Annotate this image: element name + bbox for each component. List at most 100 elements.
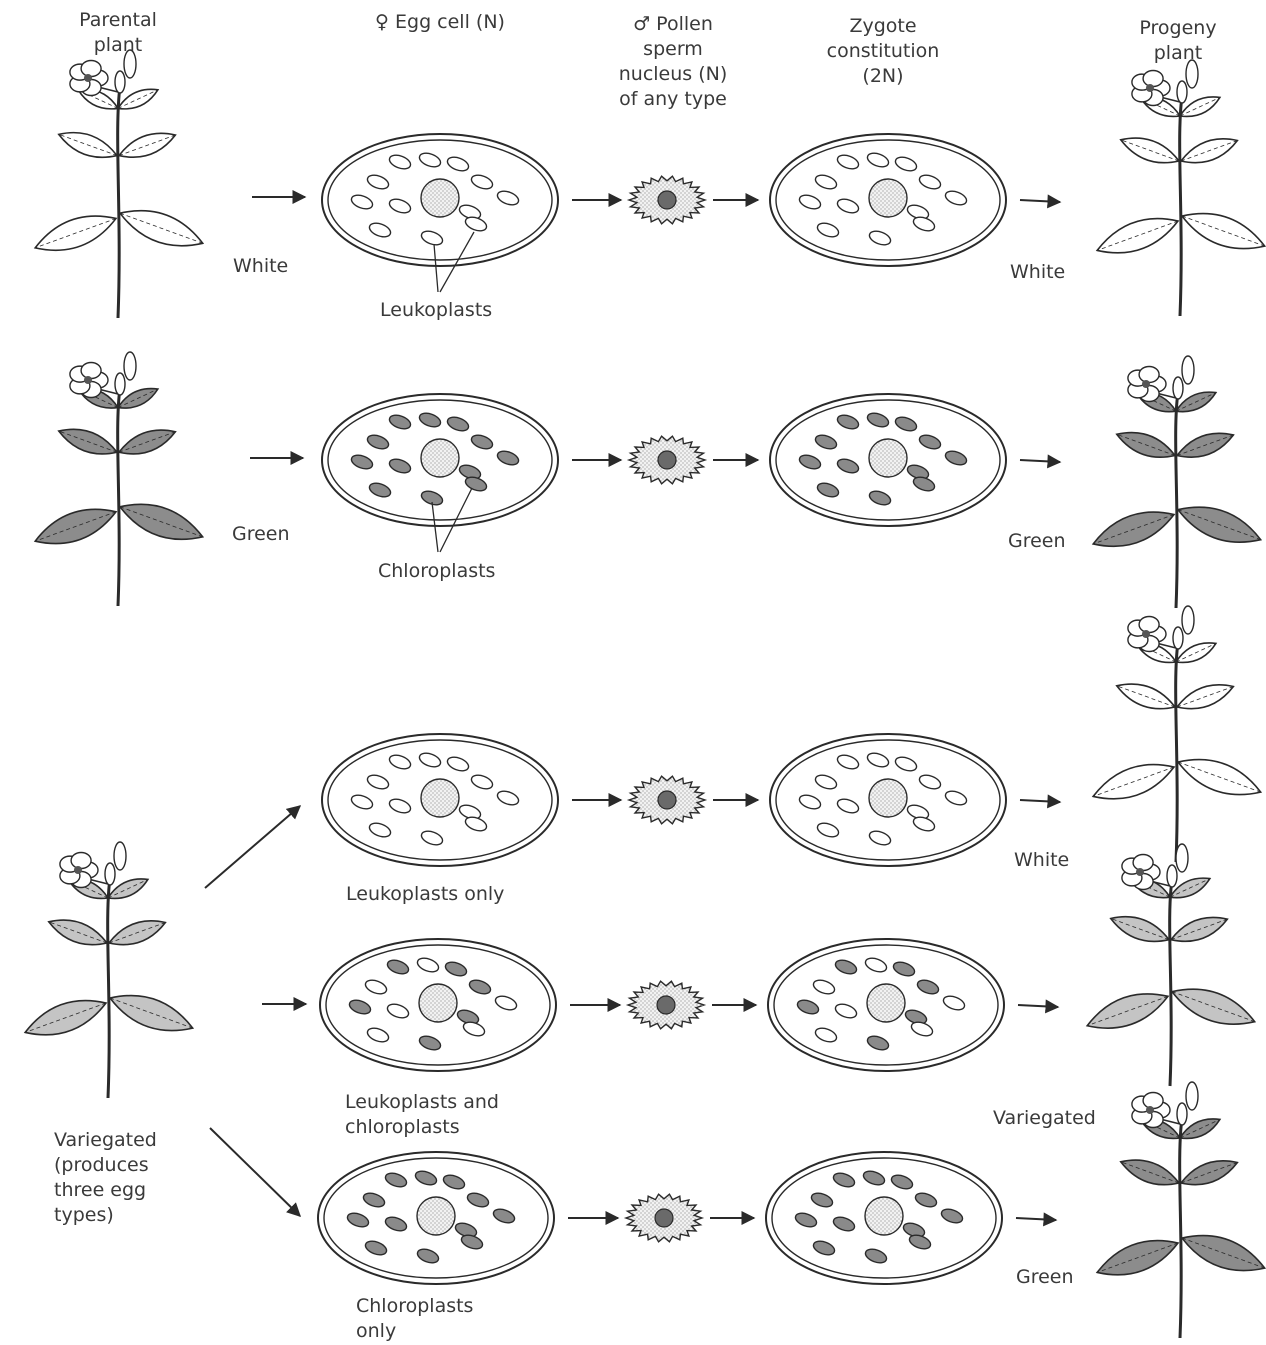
label-white-parent: White — [233, 254, 288, 279]
bud — [105, 863, 115, 885]
flow-arrow — [210, 1128, 300, 1216]
bud — [1167, 865, 1177, 887]
flower-center — [74, 866, 82, 874]
petal — [81, 362, 101, 378]
stem — [1180, 96, 1182, 316]
egg-cell-row-var-white — [322, 734, 558, 866]
nucleus — [867, 984, 905, 1022]
petal — [1133, 854, 1153, 870]
label-variegated-progeny: Variegated — [993, 1106, 1096, 1131]
sperm-nucleus — [658, 191, 676, 209]
progeny-plant-green-2 — [1097, 1082, 1265, 1338]
bud — [1182, 356, 1194, 384]
zygote-row-green — [770, 394, 1006, 526]
bud — [1182, 606, 1194, 634]
label-leukoplasts: Leukoplasts — [380, 298, 492, 323]
parental-plant-variegated — [25, 842, 193, 1098]
flow-arrow — [1016, 1218, 1056, 1220]
bud — [1176, 844, 1188, 872]
label-green-progeny: Green — [1008, 529, 1066, 554]
flower-center — [1146, 1106, 1154, 1114]
petal — [1139, 616, 1159, 632]
egg-cell-row-green — [322, 394, 558, 526]
stem — [1170, 880, 1172, 1086]
sperm-nucleus — [658, 451, 676, 469]
bud — [1186, 1082, 1198, 1110]
bud — [1173, 627, 1183, 649]
label-white-progeny-3: White — [1014, 848, 1069, 873]
progeny-plant-variegated — [1087, 844, 1255, 1086]
bud — [1173, 377, 1183, 399]
label-variegated-parent: Variegated (produces three egg types) — [54, 1128, 157, 1228]
flower-center — [1142, 380, 1150, 388]
zygote-row-var-mixed — [768, 939, 1004, 1071]
progeny-plant-white-2 — [1093, 606, 1261, 862]
nucleus — [421, 779, 459, 817]
nucleus — [865, 1197, 903, 1235]
nucleus — [869, 779, 907, 817]
label-green-progeny-3: Green — [1016, 1265, 1074, 1290]
flow-arrow — [205, 806, 300, 888]
bud — [115, 71, 125, 93]
petal — [81, 60, 101, 76]
bud — [114, 842, 126, 870]
petal — [71, 852, 91, 868]
flow-arrow — [1020, 200, 1060, 202]
nucleus — [417, 1197, 455, 1235]
label-egg-type-chloroplasts-only: Chloroplasts only — [356, 1294, 473, 1344]
petal — [1143, 1092, 1163, 1108]
zygote-row-white — [770, 134, 1006, 266]
parental-plant-white — [35, 50, 203, 318]
label-egg-type-leukoplasts-only: Leukoplasts only — [346, 882, 504, 907]
header-pollen: ♂ Pollen sperm nucleus (N) of any type — [598, 12, 748, 112]
pollen-grain — [629, 436, 705, 484]
label-chloroplasts: Chloroplasts — [378, 559, 495, 584]
flow-arrow — [1020, 800, 1060, 802]
stem — [118, 86, 120, 318]
header-egg-cell: ♀ Egg cell (N) — [340, 10, 540, 35]
flower-center — [1136, 868, 1144, 876]
stem — [1176, 642, 1178, 862]
bud — [1177, 1103, 1187, 1125]
petal — [1143, 70, 1163, 86]
pollen-grain — [629, 176, 705, 224]
flower-center — [84, 376, 92, 384]
pollen-grain — [628, 981, 704, 1029]
flow-arrow — [1018, 1005, 1058, 1007]
parental-plant-green — [35, 352, 203, 606]
flower-center — [1146, 84, 1154, 92]
egg-cell-row-white — [322, 134, 558, 266]
nucleus — [869, 439, 907, 477]
label-egg-type-mixed: Leukoplasts and chloroplasts — [345, 1090, 499, 1140]
petal — [1139, 366, 1159, 382]
pollen-grain — [626, 1194, 702, 1242]
header-progeny-plant: Progeny plant — [1118, 16, 1238, 66]
flow-arrow — [1020, 460, 1060, 462]
flower-center — [1142, 630, 1150, 638]
nucleus — [421, 439, 459, 477]
stem — [1176, 392, 1178, 608]
bud — [124, 352, 136, 380]
sperm-nucleus — [658, 791, 676, 809]
nucleus — [869, 179, 907, 217]
label-green-parent: Green — [232, 522, 290, 547]
stem — [118, 388, 120, 606]
progeny-plant-green — [1093, 356, 1261, 608]
progeny-plant-white — [1097, 60, 1265, 316]
zygote-row-var-green — [766, 1152, 1002, 1284]
flower-center — [84, 74, 92, 82]
zygote-row-var-white — [770, 734, 1006, 866]
egg-cell-row-var-mixed — [320, 939, 556, 1071]
header-zygote: Zygote constitution (2N) — [800, 14, 966, 89]
bud — [115, 373, 125, 395]
stem — [108, 878, 110, 1098]
header-parental-plant: Parental plant — [58, 8, 178, 58]
nucleus — [419, 984, 457, 1022]
stem — [1180, 1118, 1182, 1338]
nucleus — [421, 179, 459, 217]
pollen-grain — [629, 776, 705, 824]
egg-cell-row-var-green — [318, 1152, 554, 1284]
label-white-progeny: White — [1010, 260, 1065, 285]
